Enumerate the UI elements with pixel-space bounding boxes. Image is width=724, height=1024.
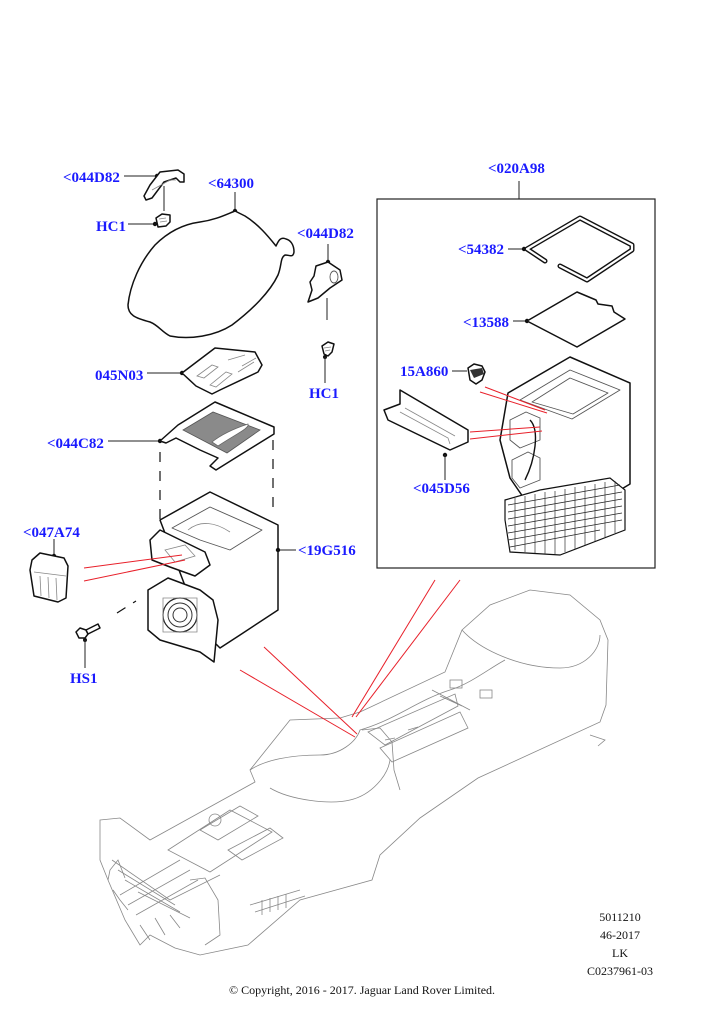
copyright-notice: © Copyright, 2016 - 2017. Jaguar Land Ro… bbox=[228, 983, 496, 997]
part-switch-15a860[interactable] bbox=[452, 363, 486, 385]
callout-045d56[interactable]: <045D56 bbox=[413, 481, 470, 497]
part-gasket-54382[interactable] bbox=[508, 215, 635, 283]
part-switch-plate-045n03[interactable] bbox=[147, 347, 263, 395]
callout-19g516[interactable]: <19G516 bbox=[298, 543, 356, 559]
reference-lines bbox=[83, 386, 548, 738]
part-cover-047a74[interactable] bbox=[29, 539, 69, 603]
part-tray-044c82[interactable] bbox=[108, 401, 275, 471]
part-bracket-045d56[interactable] bbox=[383, 389, 469, 480]
part-armrest-cover-64300[interactable] bbox=[127, 192, 295, 339]
callout-044c82[interactable]: <044C82 bbox=[47, 436, 104, 452]
callout-13588[interactable]: <13588 bbox=[463, 315, 510, 331]
ref-line-4: C0237961-03 bbox=[587, 964, 653, 978]
callout-15a860[interactable]: 15A860 bbox=[400, 364, 449, 380]
part-clip-hc1-left[interactable] bbox=[128, 213, 171, 228]
part-bracket-044d82-left[interactable] bbox=[124, 169, 185, 211]
part-lid-pad-13588[interactable] bbox=[513, 291, 626, 348]
alignment-dashes bbox=[116, 440, 274, 614]
part-screw-hs1[interactable] bbox=[75, 623, 101, 668]
condenser-fins bbox=[504, 477, 626, 556]
part-clip-hc1-right[interactable] bbox=[321, 341, 335, 383]
callout-020a98[interactable]: <020A98 bbox=[488, 161, 545, 177]
part-housing-19g516[interactable] bbox=[147, 491, 296, 663]
part-bracket-044d82-right[interactable] bbox=[307, 244, 343, 320]
callout-64300[interactable]: <64300 bbox=[208, 176, 255, 192]
ref-line-1: 5011210 bbox=[599, 910, 641, 924]
ref-line-3: LK bbox=[612, 946, 628, 960]
kit-box-020a98 bbox=[376, 181, 656, 569]
callout-045n03[interactable]: 045N03 bbox=[95, 368, 144, 384]
ref-line-2: 46-2017 bbox=[600, 928, 640, 942]
callout-044d82-right[interactable]: <044D82 bbox=[297, 226, 354, 242]
part-cooler-unit[interactable] bbox=[499, 356, 631, 556]
callout-047a74[interactable]: <047A74 bbox=[23, 525, 80, 541]
center-console-assembly bbox=[99, 589, 609, 956]
callout-hc1-right[interactable]: HC1 bbox=[309, 386, 339, 402]
callout-hs1[interactable]: HS1 bbox=[70, 671, 98, 687]
callout-54382[interactable]: <54382 bbox=[458, 242, 505, 258]
callout-hc1-left[interactable]: HC1 bbox=[96, 219, 126, 235]
callout-044d82-left[interactable]: <044D82 bbox=[63, 170, 120, 186]
